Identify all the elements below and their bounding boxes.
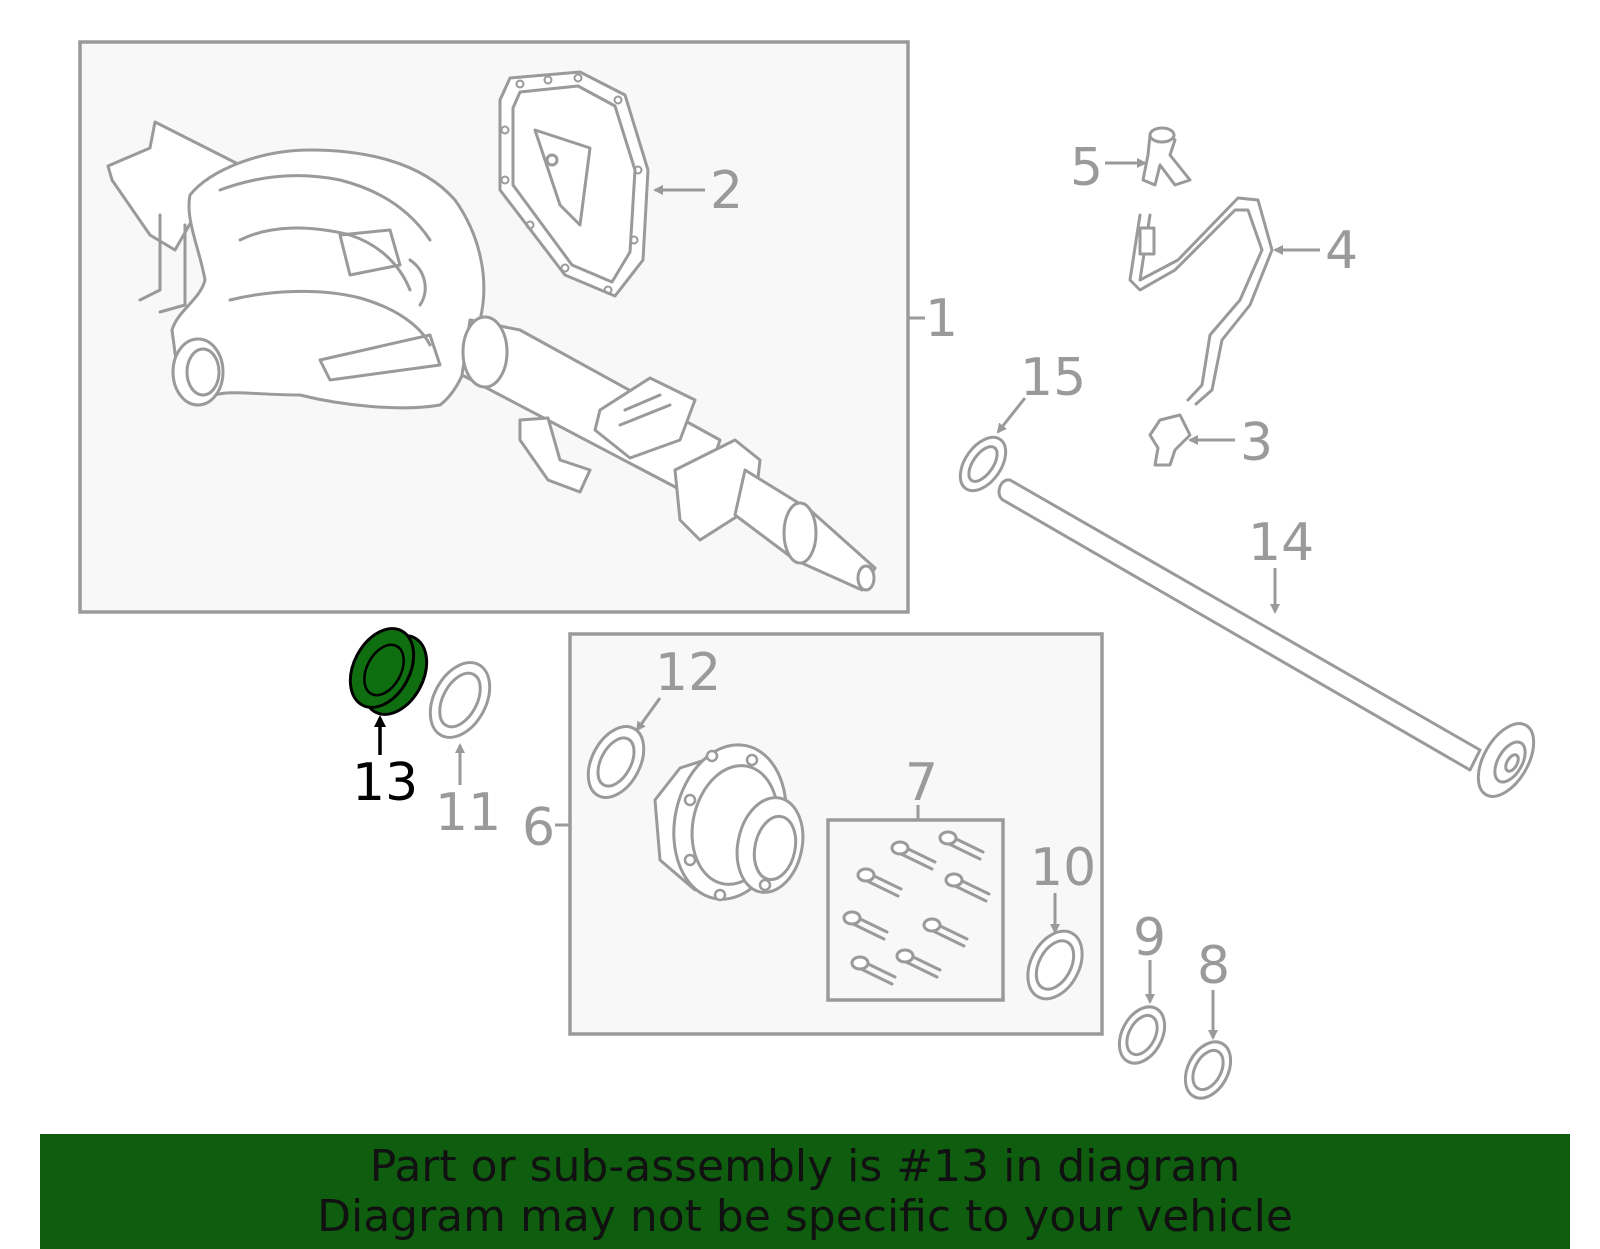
bolt-kit-box [826, 818, 1005, 1002]
callout-3: 3 [1240, 413, 1273, 473]
callout-14: 14 [1248, 513, 1314, 573]
info-banner: Part or sub-assembly is #13 in diagram D… [40, 1134, 1570, 1249]
callout-4: 4 [1325, 221, 1358, 281]
seal-12-drawing [586, 725, 646, 799]
callout-9: 9 [1133, 908, 1166, 968]
callout-6: 6 [522, 798, 555, 858]
seal-13-highlighted[interactable] [338, 618, 440, 725]
callout-2: 2 [710, 161, 743, 221]
axle-housing-drawing [106, 120, 877, 592]
callout-13: 13 [352, 753, 418, 813]
seal-10-drawing [1026, 929, 1084, 1001]
callout-5: 5 [1070, 138, 1103, 198]
banner-line-2: Diagram may not be specific to your vehi… [317, 1191, 1293, 1242]
seal-9-drawing [1117, 1005, 1167, 1065]
callout-8: 8 [1197, 936, 1230, 996]
seal-15-drawing [958, 435, 1008, 493]
vent-hose-drawing [1128, 196, 1274, 406]
seal-11-drawing [428, 661, 492, 739]
differential-cover-drawing [498, 70, 650, 298]
callout-1: 1 [925, 289, 958, 349]
callout-11: 11 [435, 783, 501, 843]
callout-7: 7 [905, 753, 938, 813]
callout-12: 12 [655, 643, 721, 703]
vent-fitting-drawing [1141, 126, 1192, 187]
axle-shaft-drawing [997, 478, 1536, 798]
vent-connector-drawing [1148, 413, 1192, 467]
seal-8-drawing [1183, 1040, 1233, 1100]
wheel-hub-drawing [653, 743, 805, 902]
banner-line-1: Part or sub-assembly is #13 in diagram [369, 1141, 1241, 1192]
callout-10: 10 [1030, 838, 1096, 898]
bolts-drawing [842, 830, 991, 986]
callout-15: 15 [1020, 348, 1086, 408]
